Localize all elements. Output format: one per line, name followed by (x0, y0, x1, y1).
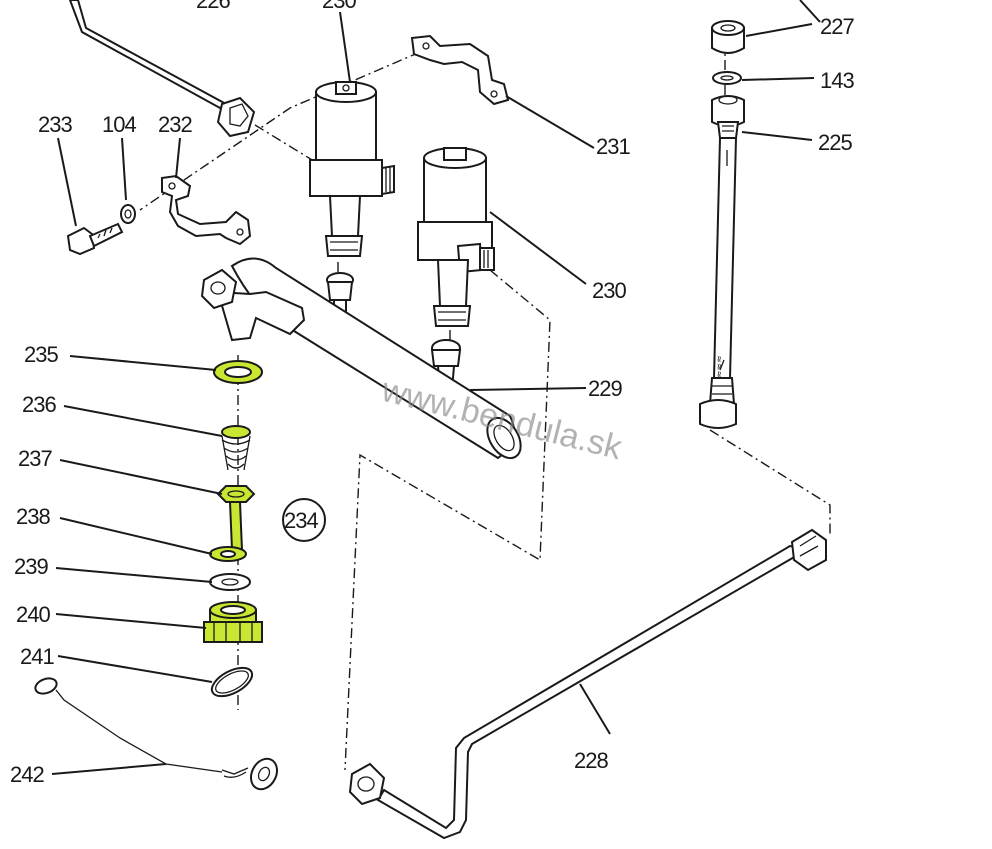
svg-text:≈≈≈: ≈≈≈ (715, 355, 725, 378)
washer-143 (712, 71, 742, 85)
label-230-right: 230 (592, 278, 626, 303)
label-233: 233 (38, 112, 72, 137)
label-228: 228 (574, 748, 608, 773)
washer-104 (120, 204, 136, 224)
label-234: 234 (284, 508, 318, 533)
valve-plate-237 (216, 485, 256, 503)
hose-225: ≈≈≈ (699, 95, 745, 429)
label-238: 238 (16, 504, 50, 529)
label-231: 231 (596, 134, 630, 159)
lead-seal-wire-242 (34, 677, 278, 791)
label-242: 242 (10, 762, 44, 787)
spring-236 (221, 425, 251, 471)
leader-lines (51, 0, 821, 775)
label-226: 226 (196, 0, 230, 13)
clamp-231 (410, 34, 510, 106)
manifold-pipe-229 (200, 257, 522, 460)
part-number-labels: 226 230 227 143 225 233 104 232 231 230 … (10, 0, 855, 787)
label-229: 229 (588, 376, 622, 401)
seal-239 (209, 573, 251, 591)
assembly-234-marker (282, 498, 326, 542)
plug-240 (203, 601, 263, 643)
label-237: 237 (18, 446, 52, 471)
injector-230-left (309, 81, 395, 257)
label-230-top: 230 (322, 0, 356, 13)
injector-230-right (417, 147, 495, 327)
oring-241 (210, 666, 254, 698)
bolt-233 (66, 222, 124, 256)
label-227: 227 (820, 14, 854, 39)
washer-235 (213, 360, 263, 384)
label-240: 240 (16, 602, 50, 627)
label-236: 236 (22, 392, 56, 417)
label-225: 225 (818, 130, 852, 155)
fuel-pipe-228 (348, 528, 827, 840)
label-143: 143 (820, 68, 854, 93)
label-104: 104 (102, 112, 136, 137)
label-232: 232 (158, 112, 192, 137)
label-239: 239 (14, 554, 48, 579)
label-241: 241 (20, 644, 54, 669)
valve-stem-238 (209, 501, 247, 562)
nut-227 (711, 20, 745, 54)
fuel-pipe-226 (68, 0, 256, 138)
label-235: 235 (24, 342, 58, 367)
clamp-232 (161, 174, 252, 246)
